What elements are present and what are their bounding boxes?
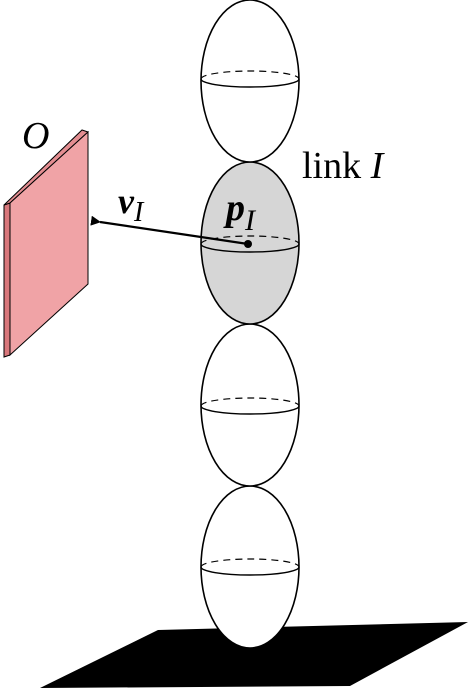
position-label: pI (223, 187, 257, 237)
link-4-equator-front (200, 566, 300, 576)
link-4-equator-back (200, 558, 300, 568)
link-4 (200, 485, 300, 649)
link-label-index: I (370, 145, 386, 187)
link-label: link I (302, 145, 386, 187)
position-subscript: I (244, 204, 257, 237)
obstacle (3, 129, 89, 358)
obstacle-label: O (22, 115, 49, 157)
link-label-prefix: link (302, 145, 371, 187)
link-1-body (200, 0, 300, 163)
position-point (244, 240, 252, 248)
velocity-arrow (90, 215, 249, 246)
link-3-body (200, 323, 300, 487)
link-I-equator-back (200, 235, 300, 245)
link-3-equator-back (200, 397, 300, 407)
link-3-equator-front (200, 405, 300, 415)
link-4-body (200, 485, 300, 649)
position-symbol: p (223, 187, 245, 229)
velocity-symbol: v (118, 181, 135, 221)
link-1-equator-front (200, 78, 300, 88)
ground-shadow (40, 622, 468, 688)
link-3 (200, 323, 300, 487)
obstacle-side (3, 202, 11, 358)
link-1 (200, 0, 300, 163)
velocity-label: vI (118, 181, 145, 228)
link-I-equator-front (200, 243, 300, 253)
velocity-subscript: I (133, 197, 145, 228)
obstacle-front (9, 130, 89, 357)
link-1-equator-back (200, 70, 300, 80)
